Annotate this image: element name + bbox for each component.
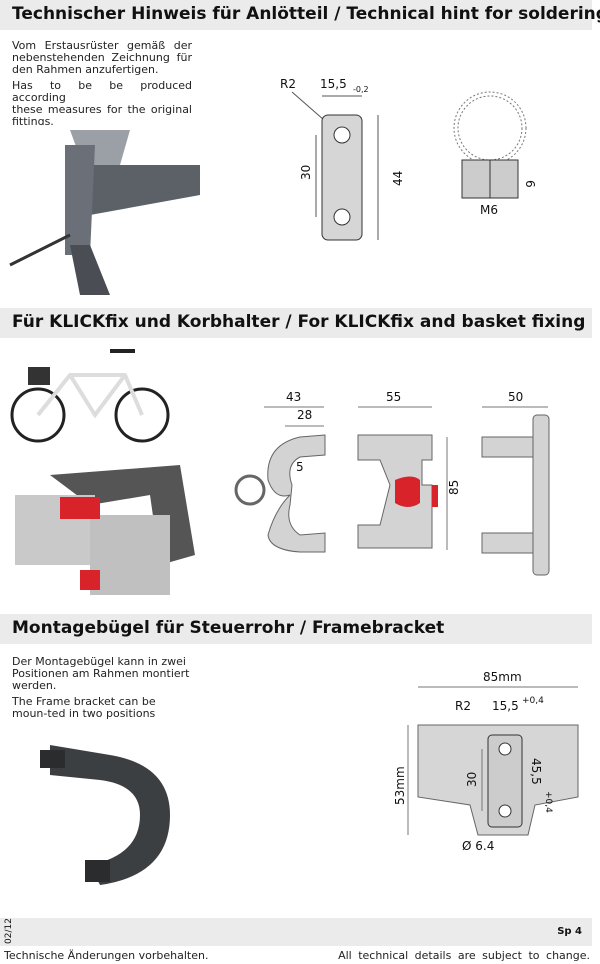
text-line: den Rahmen anzufertigen. [12, 63, 159, 76]
dim-28: 28 [297, 408, 312, 422]
dim-85: 85 [447, 480, 461, 495]
description-de: Vom Erstausrüster gemäß der nebenstehend… [12, 40, 192, 76]
dim-radius: R2 [280, 77, 296, 91]
klickfix-exploded-drawing: 43 28 5 55 85 50 [234, 390, 550, 576]
dim-height: 44 [391, 171, 405, 186]
text-line: moun-ted in two positions [12, 707, 156, 720]
text-line: Der Montagebügel kann in zwei [12, 655, 186, 668]
text-line: The Frame bracket can be [12, 695, 156, 708]
footer-bar: 02/12 Sp 4 [0, 918, 592, 946]
framebracket-drawing: 85mm R2 15,5 +0,4 30 45,5 +0,4 53mm Ø 6.… [393, 670, 579, 853]
text-line: nebenstehenden Zeichnung für [12, 51, 192, 64]
dim-hole: Ø 6.4 [462, 839, 494, 853]
dim-length: 45,5 [529, 758, 543, 785]
soldering-part-drawing: R2 15,5 -0,2 30 44 [280, 77, 405, 241]
text-line: werden. [12, 679, 57, 692]
section-header: Technischer Hinweis für Anlötteil / Tech… [0, 0, 600, 30]
description-en: Has to be be produced according these me… [12, 80, 192, 128]
section-title: Montagebügel für Steuerrohr / Framebrack… [12, 618, 445, 638]
section-title: Für KLICKfix und Korbhalter / For KLICKf… [12, 312, 586, 332]
footer-note-de: Technische Änderungen vorbehalten. [4, 949, 209, 962]
tube-section-drawing: 6 M6 [453, 91, 537, 217]
date-code: 02/12 [3, 918, 14, 944]
dim-hole-spacing: 30 [299, 165, 313, 180]
dim-slot: 15,5 [492, 699, 519, 713]
klickfix-adapter-photo [15, 465, 195, 595]
text-line: fittings. [12, 115, 54, 128]
description-en: The Frame bracket can be moun-ted in two… [12, 696, 212, 720]
text-line: Has to be be produced according [12, 79, 192, 104]
section-header: Für KLICKfix und Korbhalter / For KLICKf… [0, 308, 592, 338]
framebracket-photo [40, 745, 170, 885]
section-title: Technischer Hinweis für Anlötteil / Tech… [12, 4, 600, 24]
dim-depth: 6 [523, 180, 537, 188]
dim-50: 50 [508, 390, 523, 404]
page-number: Sp 4 [557, 926, 582, 937]
dim-thread: M6 [480, 203, 498, 217]
dim-tolerance: -0,2 [353, 85, 369, 94]
dim-43: 43 [286, 390, 301, 404]
footer-note-en: All technical details are subject to cha… [338, 949, 590, 962]
dim-width: 85mm [483, 670, 522, 684]
dim-length-tolerance: +0,4 [543, 791, 553, 813]
text-line: Positionen am Rahmen montiert [12, 667, 190, 680]
dim-slot-tolerance: +0,4 [522, 696, 544, 706]
dim-spacing: 30 [465, 772, 479, 787]
dim-width: 15,5 [320, 77, 347, 91]
text-line: these measures for the original [12, 103, 192, 116]
section-header: Montagebügel für Steuerrohr / Framebrack… [0, 614, 592, 644]
bike-with-basket-photo [10, 349, 170, 443]
bike-frame-photo [9, 125, 200, 295]
dim-height: 53mm [393, 766, 407, 805]
text-line: Vom Erstausrüster gemäß der [12, 39, 192, 52]
dim-5: 5 [296, 460, 304, 474]
dim-radius: R2 [455, 699, 471, 713]
dim-55: 55 [386, 390, 401, 404]
description-de: Der Montagebügel kann in zwei Positionen… [12, 656, 212, 692]
